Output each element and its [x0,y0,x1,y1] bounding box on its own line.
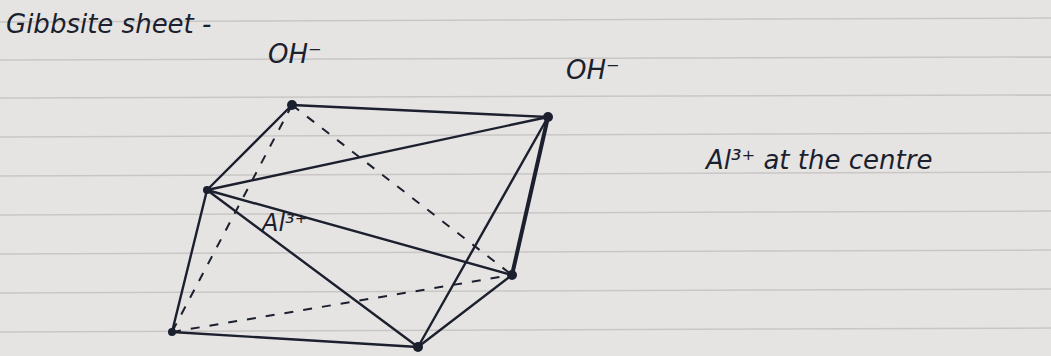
ion-label: OH⁻ [268,40,322,69]
vertex-dots [168,100,553,352]
note: Al³⁺ at the centre [706,146,932,175]
ion-label: OH⁻ [566,56,620,85]
sheet-title: Gibbsite sheet - [6,10,211,39]
hidden-edges [172,105,512,332]
ion-label: Al³⁺ [262,210,307,236]
ruled-lines [0,18,1051,332]
octahedron-edges [172,105,548,347]
